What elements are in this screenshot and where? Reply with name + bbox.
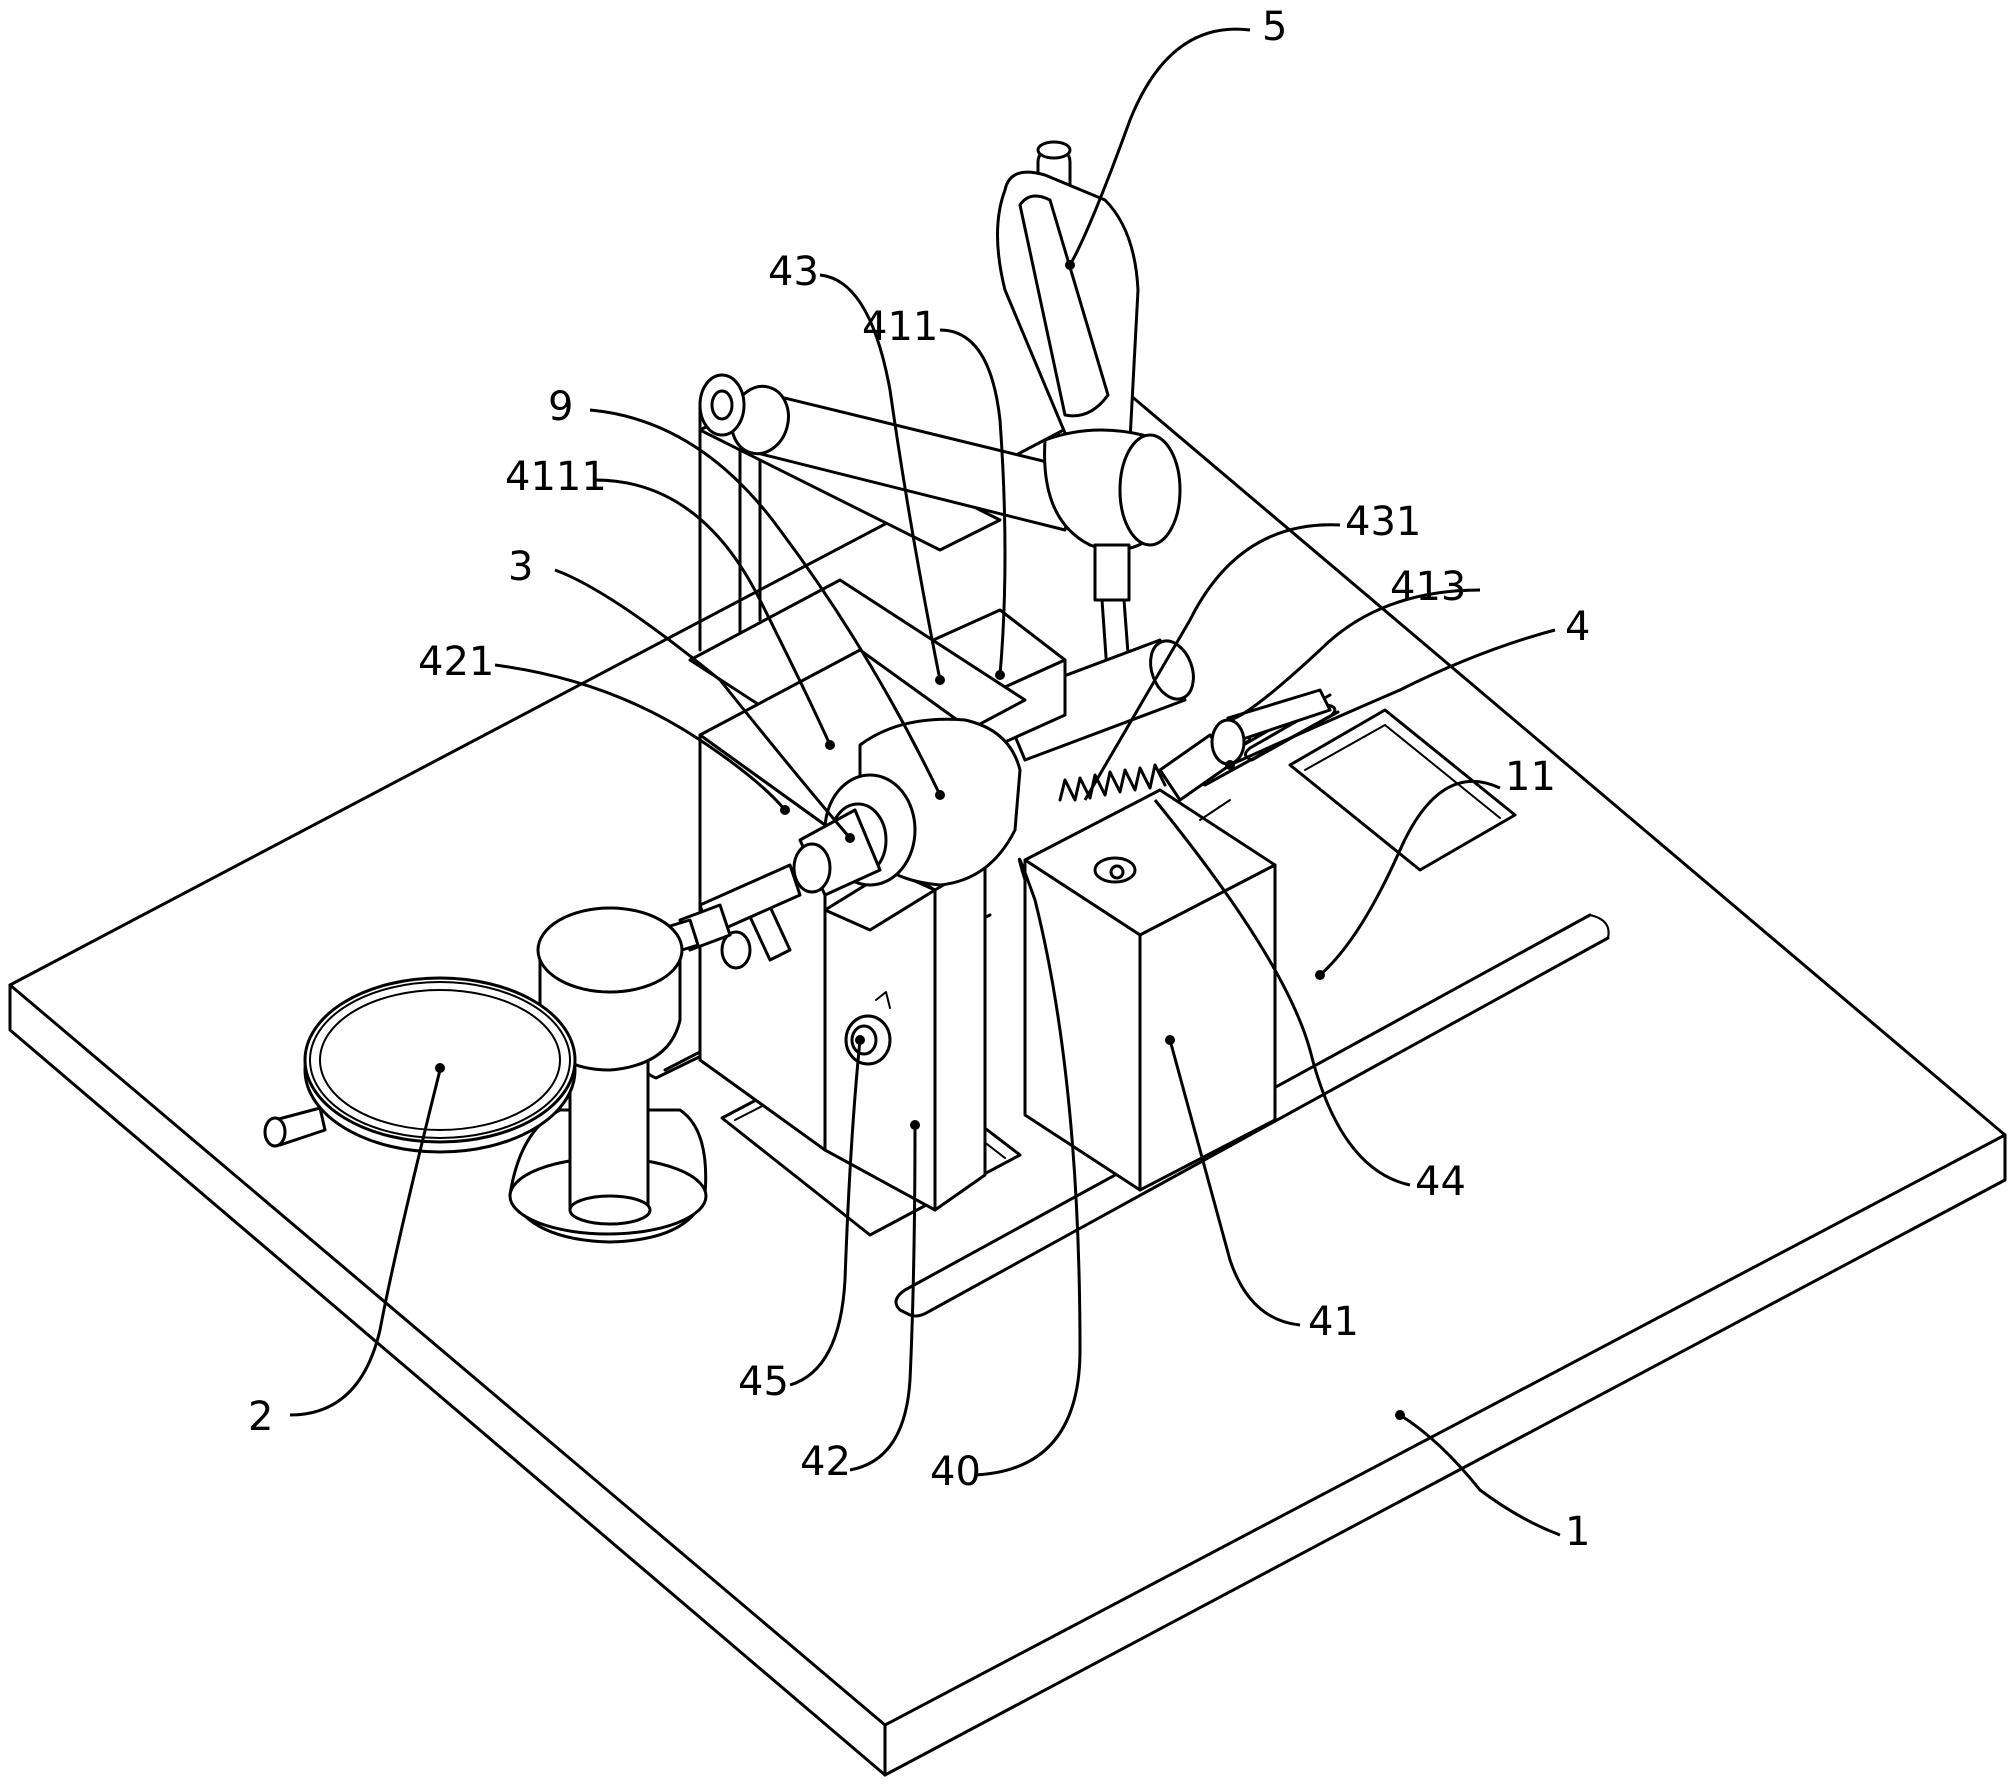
block-41 xyxy=(1025,790,1275,1190)
callout-41: 41 xyxy=(1308,1299,1359,1345)
callout-9: 9 xyxy=(548,384,573,430)
callout-2: 2 xyxy=(248,1394,273,1440)
callout-45: 45 xyxy=(738,1359,789,1405)
callout-43: 43 xyxy=(768,249,819,295)
callout-11: 11 xyxy=(1505,754,1556,800)
callout-1: 1 xyxy=(1565,1509,1590,1555)
callout-4: 4 xyxy=(1565,604,1590,650)
callout-421: 421 xyxy=(418,639,494,685)
callout-44: 44 xyxy=(1415,1159,1466,1205)
callout-431: 431 xyxy=(1345,499,1421,545)
callout-413: 413 xyxy=(1390,564,1466,610)
callout-3: 3 xyxy=(508,544,533,590)
callout-40: 40 xyxy=(930,1449,981,1495)
callout-5: 5 xyxy=(1262,4,1287,50)
callout-411: 411 xyxy=(862,304,938,350)
callout-42: 42 xyxy=(800,1439,851,1485)
callout-4111: 4111 xyxy=(505,454,607,500)
